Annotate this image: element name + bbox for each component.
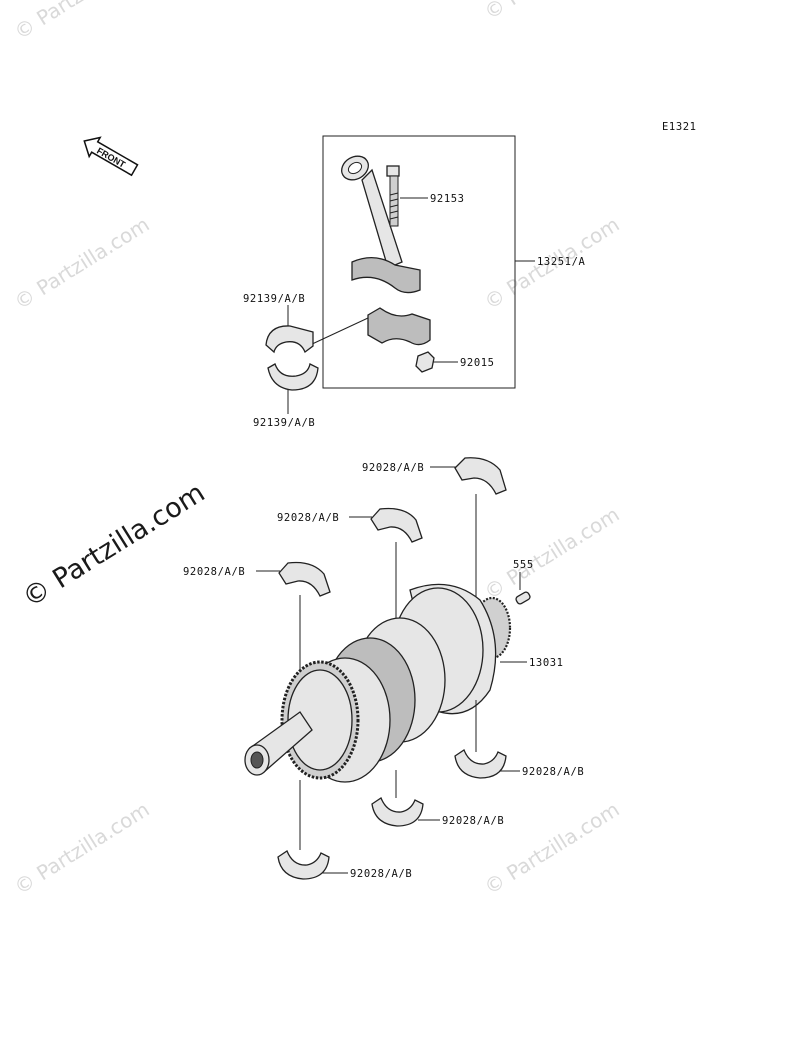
callout-bolt: 92153 — [430, 193, 465, 205]
main-bearing-1-icon — [454, 457, 507, 495]
rod-cap-icon — [367, 307, 431, 346]
callout-main-bearing-3: 92028/A/B — [183, 566, 245, 578]
connecting-rod-icon — [341, 155, 421, 294]
diagram-code: E1321 — [662, 121, 697, 133]
main-bearing-6-icon — [277, 850, 330, 880]
watermark-2: © Partzilla.com — [480, 0, 624, 24]
pin-icon — [515, 591, 531, 605]
main-bearing-2-icon — [370, 507, 423, 543]
callout-rod-bearing-bottom: 92139/A/B — [253, 417, 315, 429]
callout-main-bearing-1: 92028/A/B — [362, 462, 424, 474]
callout-rod-bearing-top: 92139/A/B — [243, 293, 305, 305]
callout-main-bearing-6: 92028/A/B — [350, 868, 412, 880]
main-bearing-4-icon — [454, 749, 507, 779]
callout-main-bearing-2: 92028/A/B — [277, 512, 339, 524]
main-bearing-5-icon — [371, 797, 424, 827]
con-rod-assembly-box — [322, 135, 516, 389]
rod-bearing-bottom-icon — [267, 363, 319, 391]
main-bearing-3-icon — [278, 561, 331, 597]
rod-nut-icon — [415, 351, 435, 373]
callout-crankshaft: 13031 — [529, 657, 564, 669]
callout-main-bearing-5: 92028/A/B — [442, 815, 504, 827]
crankshaft-icon — [244, 583, 512, 783]
watermark-6: © Partzilla.com — [10, 797, 154, 899]
callout-con-rod-assy: 13251/A — [537, 256, 586, 268]
callout-pin: 555 — [513, 559, 534, 571]
bolt-icon — [386, 165, 400, 227]
callout-rod-nut: 92015 — [460, 357, 495, 369]
watermark-7: © Partzilla.com — [480, 797, 624, 899]
front-arrow-icon: FRONT — [83, 136, 139, 177]
watermark-5: © Partzilla.com — [480, 502, 624, 604]
callout-main-bearing-4: 92028/A/B — [522, 766, 584, 778]
rod-bearing-top-icon — [265, 325, 314, 354]
watermark-main: © Partzilla.com — [17, 477, 210, 614]
watermark-3: © Partzilla.com — [10, 212, 154, 314]
watermark-1: © Partzilla.com — [10, 0, 154, 44]
